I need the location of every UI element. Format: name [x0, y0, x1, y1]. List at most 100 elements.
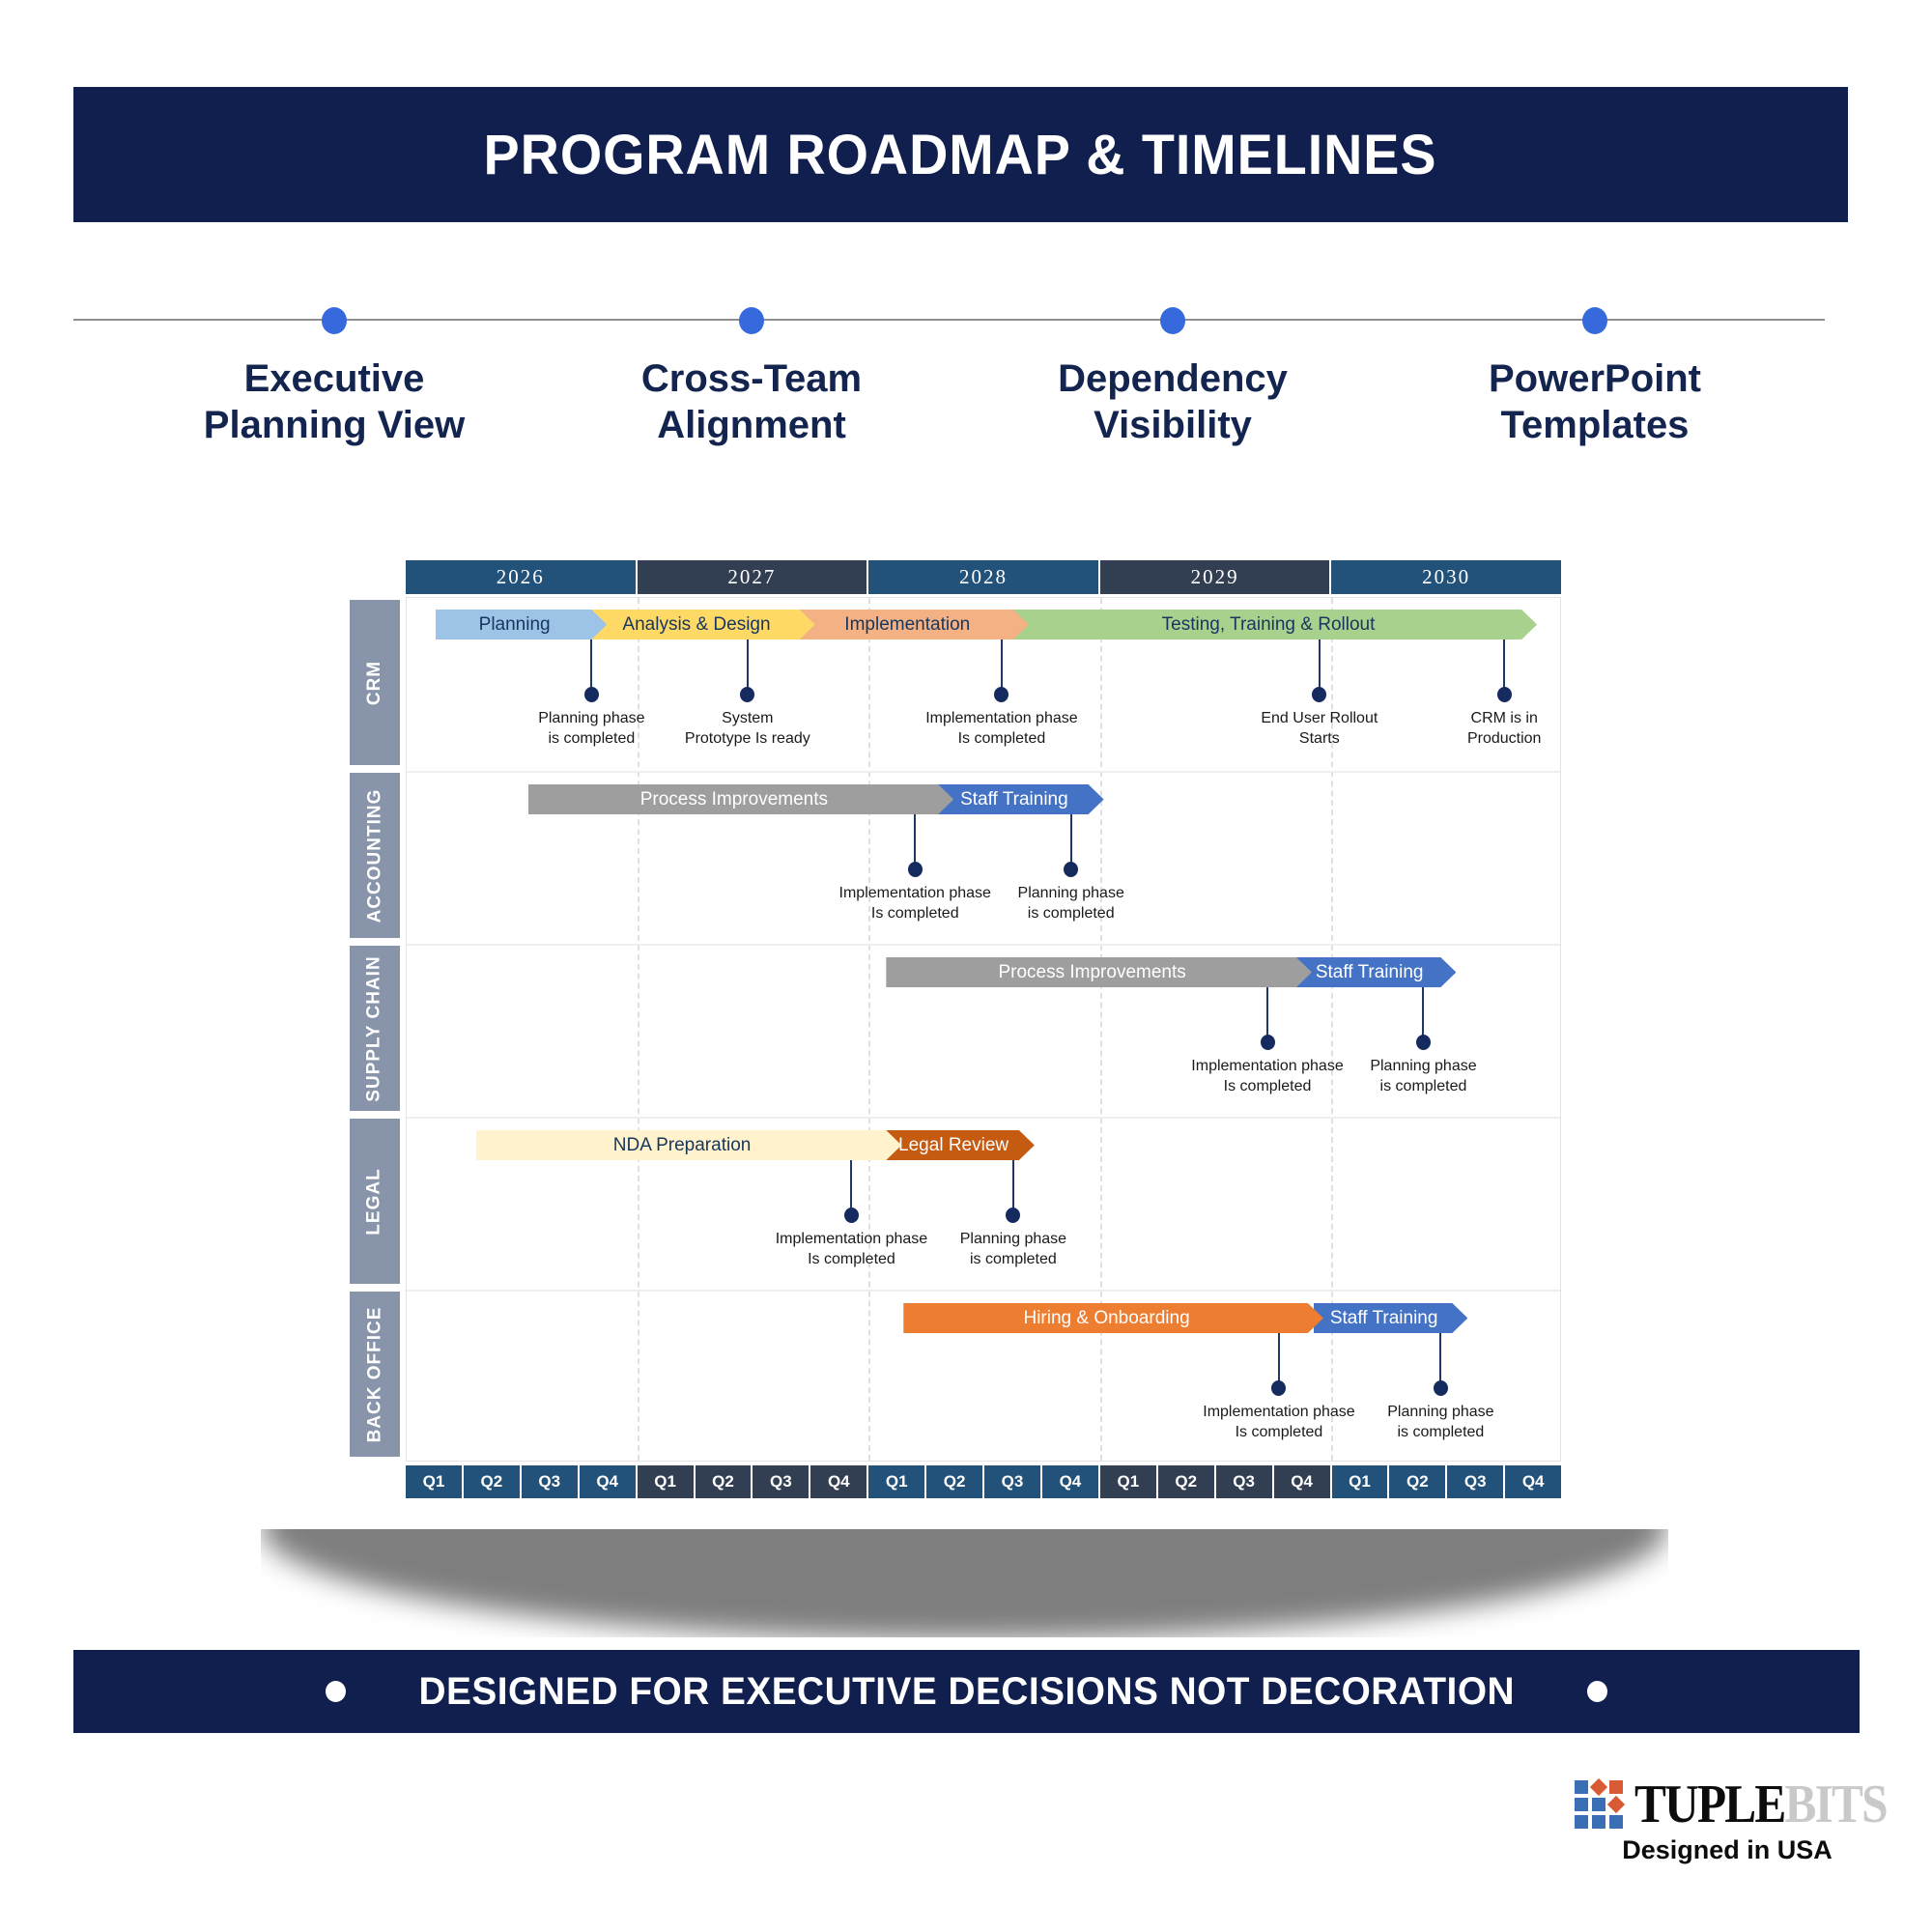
milestone-dot-icon [1271, 1380, 1287, 1396]
quarter-axis-cell: Q3 [521, 1465, 578, 1498]
milestone-stem [1011, 1160, 1014, 1215]
milestone-stem [590, 639, 593, 695]
gantt-bar: Process Improvements [886, 957, 1312, 987]
quarter-axis-cell: Q4 [1505, 1465, 1562, 1498]
milestone-stem [1069, 814, 1072, 869]
quarter-axis-cell: Q2 [1157, 1465, 1214, 1498]
quarter-axis-cell: Q1 [1099, 1465, 1156, 1498]
quarter-axis-cell: Q2 [1389, 1465, 1446, 1498]
logo-blue-square [1575, 1798, 1588, 1811]
milestone-stem [1318, 639, 1321, 695]
chart-drop-shadow [261, 1529, 1668, 1637]
quarter-axis-cell: Q1 [406, 1465, 462, 1498]
tuplebits-logo: TUPLEBITS [1575, 1774, 1920, 1835]
logo-blue-square [1609, 1815, 1623, 1829]
quarter-axis-cell: Q1 [1331, 1465, 1388, 1498]
milestone-stem [1503, 639, 1506, 695]
milestone-stem [746, 639, 749, 695]
milestone-dot-icon [583, 687, 599, 702]
logo-blue-square [1592, 1798, 1605, 1811]
gantt-group-label-supply-chain: SUPPLY CHAIN [350, 946, 400, 1111]
title-banner: PROGRAM ROADMAP & TIMELINES [73, 87, 1848, 222]
milestone-dot-icon [994, 687, 1009, 702]
bullet-dot-icon [1587, 1681, 1608, 1702]
quarter-axis-cell: Q2 [926, 1465, 983, 1498]
logo-grid-icon [1575, 1777, 1626, 1829]
page-title: PROGRAM ROADMAP & TIMELINES [484, 123, 1437, 186]
quarter-axis-cell: Q4 [1273, 1465, 1330, 1498]
milestone-stem [1000, 639, 1003, 695]
quarter-axis-cell: Q1 [868, 1465, 925, 1498]
quarter-axis-cell: Q2 [695, 1465, 752, 1498]
year-header-cell: 2029 [1099, 560, 1330, 594]
logo-blue-square [1575, 1780, 1588, 1794]
tagline-banner: DESIGNED FOR EXECUTIVE DECISIONS NOT DEC… [73, 1650, 1860, 1733]
logo-blue-square [1592, 1815, 1605, 1829]
year-header-cell: 2027 [637, 560, 867, 594]
timeline-node-dot-icon [1582, 307, 1607, 334]
bullet-dot-icon [325, 1681, 346, 1702]
year-gridline [638, 598, 640, 1461]
milestone-stem [914, 814, 917, 869]
quarter-axis-cell: Q3 [1447, 1465, 1504, 1498]
logo-blue-square [1575, 1815, 1588, 1829]
gantt-group-label-crm: CRM [350, 600, 400, 765]
milestone-stem [1422, 987, 1425, 1042]
gantt-bar: Hiring & Onboarding [903, 1303, 1323, 1333]
logo-tagline: Designed in USA [1622, 1835, 1833, 1864]
gantt-bar: Staff Training [938, 784, 1103, 814]
gantt-group-label-back-office: BACK OFFICE [350, 1292, 400, 1457]
gantt-bar: Planning [436, 610, 607, 639]
gantt-bar: Legal Review [886, 1130, 1035, 1160]
feature-timeline-line [73, 319, 1825, 321]
gantt-bar: Staff Training [1296, 957, 1457, 987]
milestone-dot-icon [1312, 687, 1327, 702]
quarter-axis-cell: Q1 [637, 1465, 694, 1498]
milestone-stem [1266, 987, 1269, 1042]
milestone-dot-icon [1496, 687, 1512, 702]
year-header-cell: 2028 [868, 560, 1098, 594]
milestone-dot-icon [907, 862, 923, 877]
milestone-stem [850, 1160, 853, 1215]
timeline-node-dot-icon [1160, 307, 1185, 334]
gantt-bar: NDA Preparation [476, 1130, 902, 1160]
milestone-dot-icon [740, 687, 755, 702]
timeline-node-dot-icon [322, 307, 347, 334]
gantt-bar: Analysis & Design [591, 610, 814, 639]
year-gridline [868, 598, 871, 1461]
logo-orange-square [1609, 1780, 1623, 1794]
logo-orange-diamond [1589, 1777, 1608, 1797]
milestone-dot-icon [1064, 862, 1079, 877]
quarter-axis-cell: Q3 [1215, 1465, 1272, 1498]
gantt-group-label-accounting: ACCOUNTING [350, 773, 400, 938]
milestone-dot-icon [1006, 1208, 1021, 1223]
quarter-axis-cell: Q4 [579, 1465, 636, 1498]
year-header-cell: 2026 [406, 560, 636, 594]
year-gridline [1330, 598, 1333, 1461]
year-gridline [1099, 598, 1102, 1461]
milestone-dot-icon [1260, 1035, 1275, 1050]
milestone-stem [1277, 1333, 1280, 1388]
